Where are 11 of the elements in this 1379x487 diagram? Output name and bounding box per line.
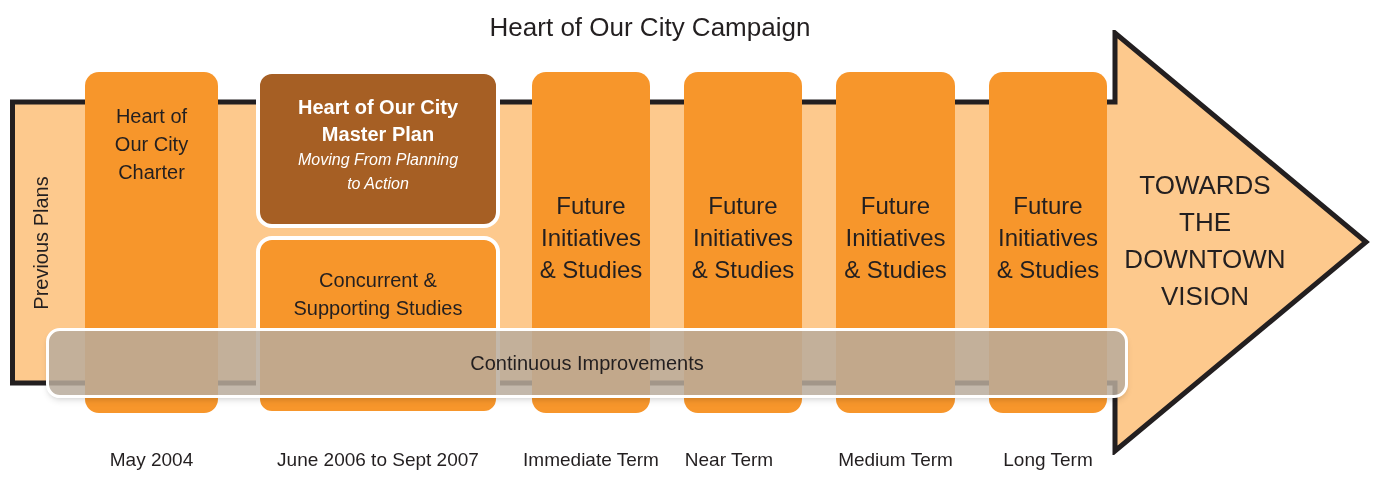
time-label: Immediate Term [523,448,659,472]
arrow-label: TOWARDS THE DOWNTOWN VISION [1123,169,1287,313]
box-title: Heart of Our City Master Plan [297,95,459,147]
time-label: Near Term [684,448,774,472]
band-label: Previous Plans [29,175,53,310]
time-label: May 2004 [109,448,194,472]
time-label: Medium Term [838,448,953,472]
diagram-title: Heart of Our City Campaign [488,11,812,44]
time-label: Long Term [1003,448,1093,472]
box-subtitle: Moving From Planning to Action [296,150,460,194]
time-label: June 2006 to Sept 2007 [277,448,479,472]
